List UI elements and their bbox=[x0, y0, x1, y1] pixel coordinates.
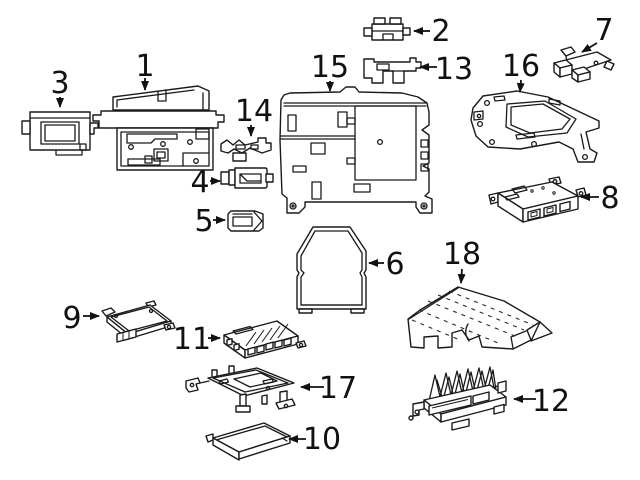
callout-label-7[interactable]: 7 bbox=[594, 13, 613, 48]
part-16-mounting-plate[interactable] bbox=[470, 90, 600, 163]
callout-label-3[interactable]: 3 bbox=[50, 66, 69, 101]
callout-label-15[interactable]: 15 bbox=[311, 50, 349, 85]
callout-label-4[interactable]: 4 bbox=[190, 165, 209, 200]
part-9-small-mounted-module[interactable] bbox=[101, 300, 176, 343]
part-5-retainer-clip[interactable] bbox=[227, 210, 264, 232]
callout-label-17[interactable]: 17 bbox=[319, 371, 357, 406]
callout-label-9[interactable]: 9 bbox=[62, 301, 81, 336]
part-10-flat-control-module[interactable] bbox=[205, 422, 291, 461]
part-12-amplifier-heatsink[interactable] bbox=[408, 366, 507, 431]
callout-label-8[interactable]: 8 bbox=[600, 181, 619, 216]
callout-label-5[interactable]: 5 bbox=[194, 204, 213, 239]
callout-label-1[interactable]: 1 bbox=[135, 49, 154, 84]
callout-label-11[interactable]: 11 bbox=[173, 322, 211, 357]
callout-label-16[interactable]: 16 bbox=[502, 49, 540, 84]
callout-arrow-7 bbox=[581, 42, 598, 53]
part-13-stepped-bracket[interactable] bbox=[363, 57, 422, 84]
part-3-small-module[interactable] bbox=[21, 111, 99, 156]
part-7-connector-module[interactable] bbox=[553, 46, 615, 83]
callout-labels: 1 2 3 4 5 6 7 8 9 10 11 12 13 14 15 16 1… bbox=[50, 13, 619, 457]
part-1-head-unit-chassis[interactable] bbox=[92, 85, 225, 171]
part-18-textured-cover[interactable] bbox=[407, 286, 553, 350]
callout-label-18[interactable]: 18 bbox=[443, 237, 481, 272]
callout-label-12[interactable]: 12 bbox=[532, 384, 570, 419]
part-6-u-shaped-bracket[interactable] bbox=[296, 226, 367, 314]
part-14-wavy-bracket[interactable] bbox=[220, 137, 272, 162]
part-15-large-mounting-panel[interactable] bbox=[279, 86, 433, 214]
part-2-small-mounting-bracket[interactable] bbox=[363, 17, 411, 41]
part-11-ribbed-control-module[interactable] bbox=[223, 320, 307, 359]
callout-label-6[interactable]: 6 bbox=[385, 247, 404, 282]
part-17-mounting-bracket-frame[interactable] bbox=[185, 365, 296, 413]
callout-label-10[interactable]: 10 bbox=[303, 422, 341, 457]
callout-label-14[interactable]: 14 bbox=[235, 94, 273, 129]
part-8-control-module[interactable] bbox=[488, 176, 587, 223]
callout-arrows bbox=[56, 27, 599, 443]
callout-label-2[interactable]: 2 bbox=[431, 14, 450, 49]
callout-arrow-18 bbox=[457, 268, 466, 284]
part-4-cylindrical-sensor[interactable] bbox=[220, 167, 274, 189]
callout-label-13[interactable]: 13 bbox=[435, 52, 473, 87]
callout-arrow-16 bbox=[516, 79, 525, 93]
